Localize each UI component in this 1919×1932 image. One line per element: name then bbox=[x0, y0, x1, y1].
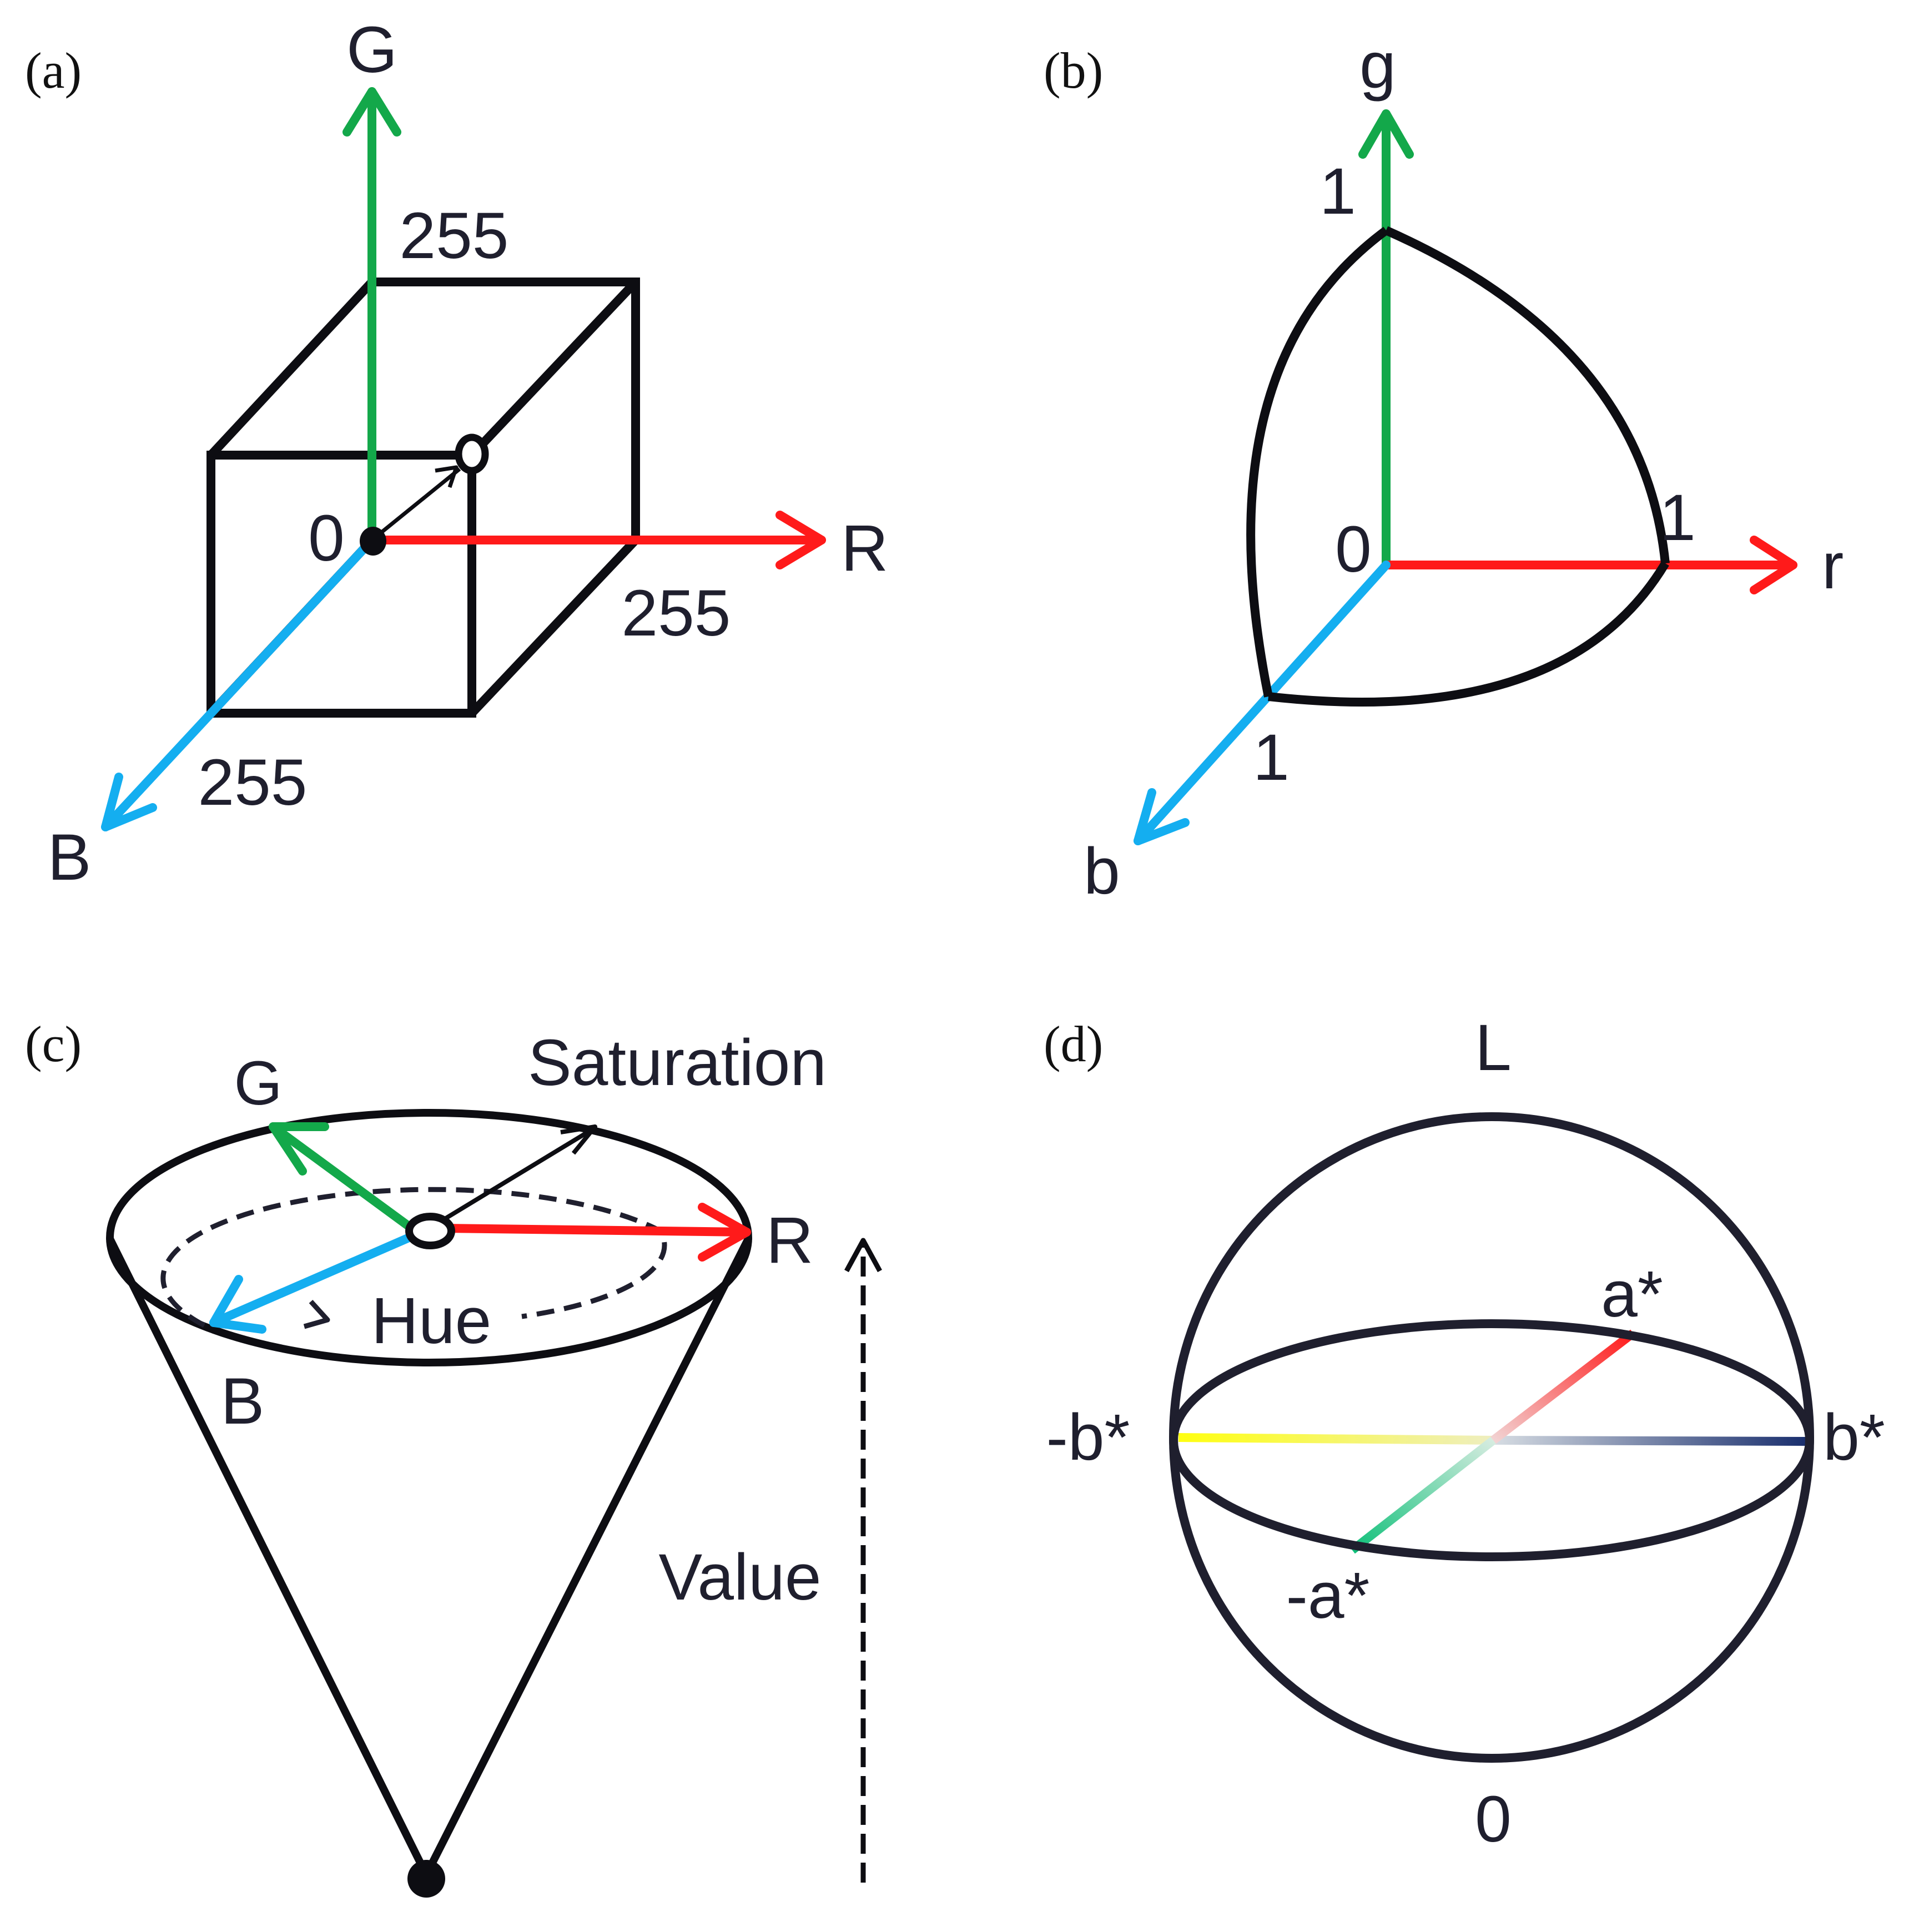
color-vector bbox=[370, 465, 461, 542]
panel-d-label: (d) bbox=[1044, 1016, 1103, 1072]
a-neg-axis bbox=[1349, 1436, 1496, 1554]
b-axis bbox=[101, 536, 376, 831]
a-pos-axis bbox=[1490, 1329, 1636, 1444]
arc-r-b bbox=[1268, 561, 1669, 707]
cube-front-face bbox=[206, 451, 476, 718]
arc-b-g bbox=[1246, 226, 1389, 698]
value-arrow bbox=[844, 1238, 882, 1883]
cube-edge bbox=[469, 279, 639, 458]
panel-c: (c) bbox=[25, 1016, 882, 1898]
tick-g-label: 255 bbox=[400, 199, 509, 273]
tick-g-label: 1 bbox=[1319, 155, 1356, 228]
axis-b-label: B bbox=[221, 1365, 265, 1438]
tick-r-label: 1 bbox=[1659, 481, 1696, 554]
hue-arrowhead bbox=[303, 1299, 330, 1329]
panel-c-label: (c) bbox=[25, 1016, 82, 1072]
hue-label: Hue bbox=[371, 1284, 491, 1358]
axis-r-label: r bbox=[1822, 529, 1844, 603]
zero-label: 0 bbox=[1475, 1783, 1512, 1856]
panel-a: (a) G bbox=[25, 13, 888, 894]
b-pos-label: b* bbox=[1823, 1401, 1885, 1474]
equator-ellipse bbox=[1169, 1319, 1814, 1561]
hsv-cone bbox=[106, 1109, 752, 1879]
axis-g-label: G bbox=[234, 1048, 282, 1118]
tick-b-label: 1 bbox=[1253, 721, 1290, 794]
panel-d: (d) L 0 a* -a* b* -b* bbox=[1044, 1011, 1885, 1856]
tick-b-label: 255 bbox=[198, 746, 308, 819]
g-axis bbox=[1358, 109, 1414, 569]
origin-label: 0 bbox=[1335, 513, 1372, 586]
cone-side-right bbox=[422, 1235, 752, 1879]
b-axis bbox=[1134, 561, 1391, 845]
tick-r-label: 255 bbox=[622, 577, 731, 650]
arc-g-r bbox=[1384, 226, 1670, 564]
origin-label: 0 bbox=[308, 502, 345, 575]
axis-r-label: R bbox=[841, 512, 888, 585]
value-label: Value bbox=[658, 1541, 821, 1614]
unit-sphere-octant bbox=[1246, 226, 1670, 707]
r-axis bbox=[440, 1203, 751, 1262]
a-neg-label: -a* bbox=[1286, 1559, 1370, 1632]
origin-point bbox=[360, 527, 386, 556]
axis-l-label: L bbox=[1475, 1011, 1512, 1084]
cube-edge bbox=[469, 537, 639, 717]
center-point bbox=[405, 1213, 455, 1249]
g-axis bbox=[343, 87, 401, 544]
b-pos-axis bbox=[1493, 1436, 1806, 1446]
a-pos-label: a* bbox=[1601, 1258, 1663, 1331]
color-point bbox=[455, 433, 489, 475]
cone-apex-point bbox=[407, 1860, 445, 1898]
axis-g-label: G bbox=[346, 13, 397, 87]
g-axis bbox=[269, 1122, 415, 1232]
r-axis bbox=[367, 511, 826, 569]
b-axis bbox=[209, 1230, 420, 1334]
axis-b-label: B bbox=[48, 821, 92, 894]
cone-top-ellipse bbox=[106, 1109, 752, 1366]
panel-b: (b) g r b 0 1 1 1 bbox=[1044, 29, 1844, 908]
r-axis bbox=[1382, 536, 1797, 594]
axis-b-label: b bbox=[1084, 835, 1120, 908]
panel-b-label: (b) bbox=[1044, 42, 1103, 99]
panel-a-label: (a) bbox=[25, 42, 82, 99]
hue-circle bbox=[160, 1187, 667, 1328]
b-neg-label: -b* bbox=[1046, 1401, 1130, 1474]
saturation-arrow bbox=[429, 1124, 598, 1230]
b-neg-axis bbox=[1178, 1433, 1494, 1445]
saturation-label: Saturation bbox=[528, 1026, 827, 1099]
cube-edge bbox=[208, 279, 375, 458]
axis-g-label: g bbox=[1359, 29, 1396, 102]
cone-side-left bbox=[106, 1235, 430, 1879]
axis-r-label: R bbox=[766, 1204, 813, 1277]
